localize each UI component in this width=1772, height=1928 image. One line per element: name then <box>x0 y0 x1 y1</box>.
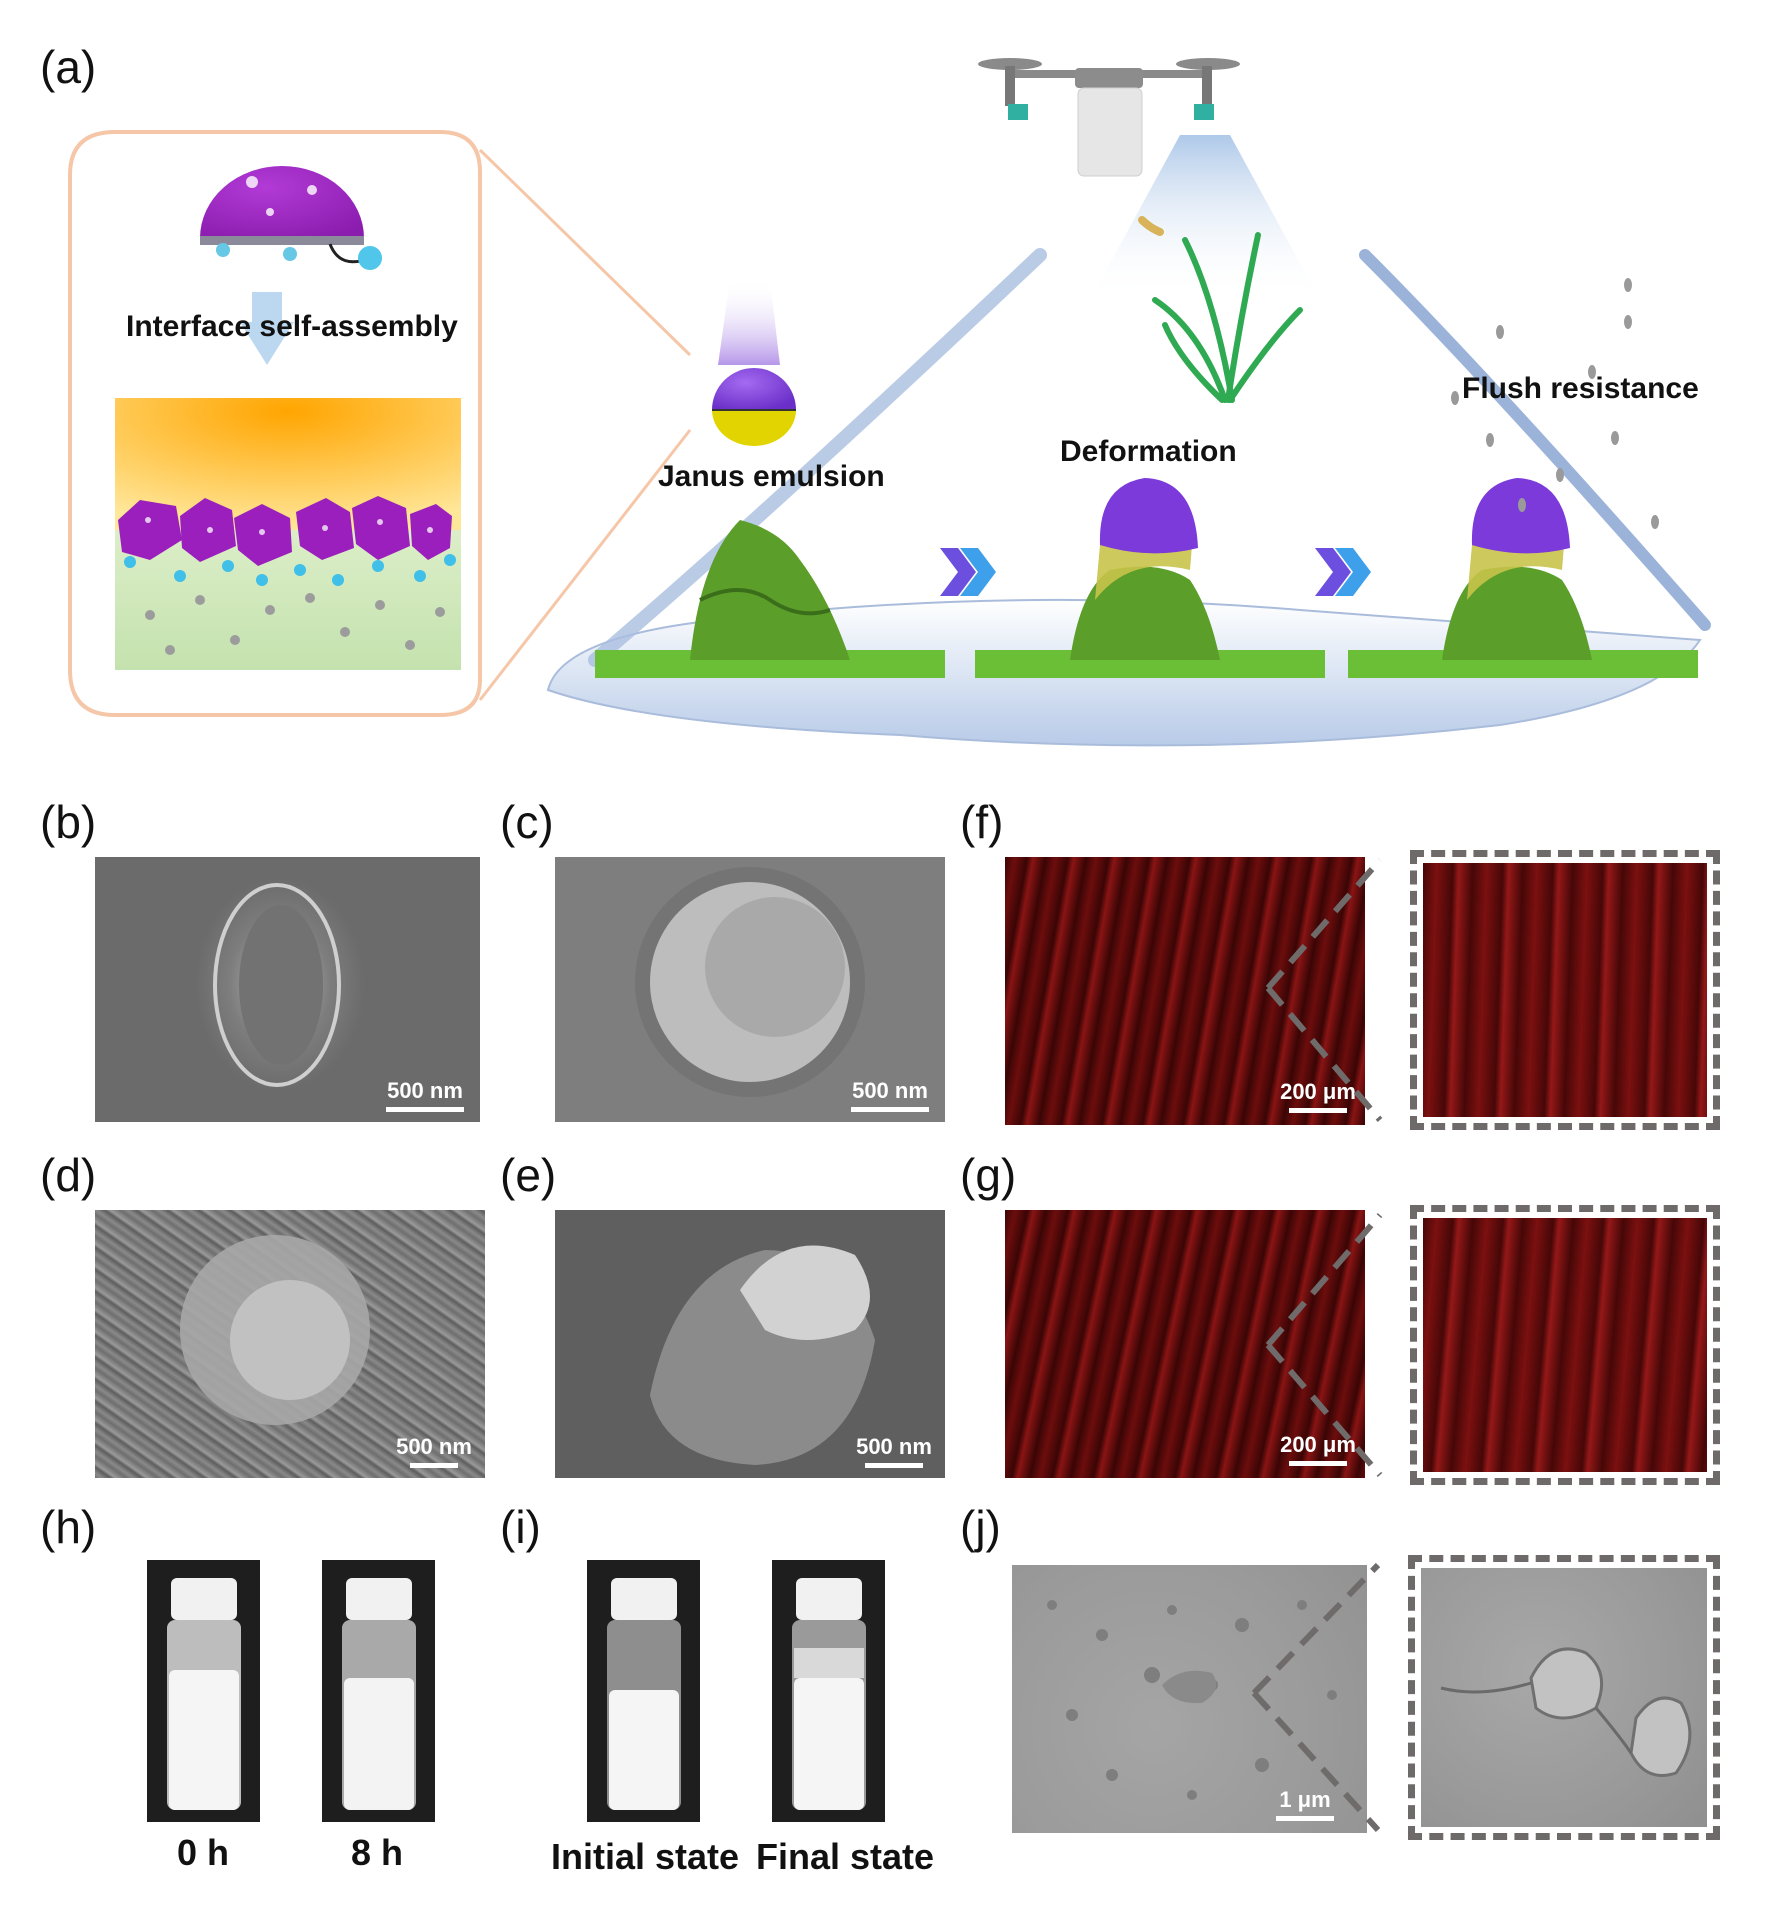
zoom-inset-g <box>1410 1205 1720 1485</box>
vial-photo-initial <box>587 1560 700 1822</box>
label-j: (j) <box>960 1501 1001 1553</box>
zoom-inset-f <box>1410 850 1720 1130</box>
scalebar-e-text: 500 nm <box>856 1434 932 1459</box>
zoom-lines-f <box>1265 858 1383 1122</box>
label-i: (i) <box>500 1501 541 1553</box>
zoom-inset-j <box>1408 1555 1720 1840</box>
label-g: (g) <box>960 1149 1017 1201</box>
leaf-mound-2 <box>975 478 1325 678</box>
label-e: (e) <box>500 1149 557 1201</box>
interface-self-assembly-label: Interface self-assembly <box>126 310 458 343</box>
scalebar-d: 500 nm <box>389 1434 479 1468</box>
scalebar-c: 500 nm <box>845 1078 935 1112</box>
sem-image-e: 500 nm <box>555 1210 945 1478</box>
deformation-label: Deformation <box>1060 435 1237 468</box>
janus-particle-icon <box>200 166 382 270</box>
janus-droplet-icon <box>712 368 796 446</box>
spray-curve-left <box>588 248 1047 667</box>
vial-photo-final <box>772 1560 885 1822</box>
rice-plant-icon <box>1138 216 1303 403</box>
rain-drop-icon <box>1451 278 1659 529</box>
leaf-mound-1 <box>595 520 945 678</box>
label-c: (c) <box>500 796 554 848</box>
label-b: (b) <box>40 796 97 848</box>
scalebar-e: 500 nm <box>849 1434 939 1468</box>
caption-0h: 0 h <box>176 1832 229 1873</box>
scalebar-d-text: 500 nm <box>396 1434 472 1459</box>
light-beam <box>718 280 780 365</box>
double-chevron-icon <box>940 548 1371 596</box>
spray-cone <box>1090 135 1320 300</box>
janus-emulsion-label: Janus emulsion <box>658 460 885 493</box>
label-h: (h) <box>40 1501 97 1553</box>
label-d: (d) <box>40 1149 97 1201</box>
label-f: (f) <box>960 796 1004 848</box>
interface-diagram <box>115 398 461 670</box>
label-a: (a) <box>40 41 97 93</box>
scalebar-b: 500 nm <box>380 1078 470 1112</box>
vial-photo-8h <box>322 1560 435 1822</box>
sem-image-c: 500 nm <box>555 857 945 1122</box>
scalebar-j: 1 μm <box>1270 1787 1340 1821</box>
tem-image-j: 1 μm <box>1012 1565 1367 1833</box>
caption-8h: 8 h <box>350 1832 403 1873</box>
drone-icon <box>978 58 1240 177</box>
caption-initial-state: Initial state <box>550 1836 740 1877</box>
flush-resistance-label: Flush resistance <box>1462 372 1699 405</box>
scalebar-j-text: 1 μm <box>1279 1787 1331 1812</box>
vial-photo-0h <box>147 1560 260 1822</box>
scheme-illustration <box>68 58 1711 747</box>
scalebar-f: 200 μm <box>1273 1079 1363 1113</box>
scalebar-f-text: 200 μm <box>1280 1079 1356 1104</box>
zoom-lines-j <box>1251 1562 1381 1833</box>
zoom-lines-g <box>1265 1213 1383 1477</box>
scalebar-c-text: 500 nm <box>852 1078 928 1103</box>
down-arrow-icon <box>240 292 294 365</box>
fluorescence-image-g: 200 μm <box>1005 1210 1365 1478</box>
leaf-mound-3 <box>1348 478 1698 678</box>
sem-image-d: 500 nm <box>95 1210 485 1478</box>
caption-final-state: Final state <box>755 1836 935 1877</box>
sem-image-b: 500 nm <box>95 857 480 1122</box>
spray-curve-right <box>1359 249 1711 631</box>
scalebar-b-text: 500 nm <box>387 1078 463 1103</box>
fluorescence-image-f: 200 μm <box>1005 857 1365 1125</box>
